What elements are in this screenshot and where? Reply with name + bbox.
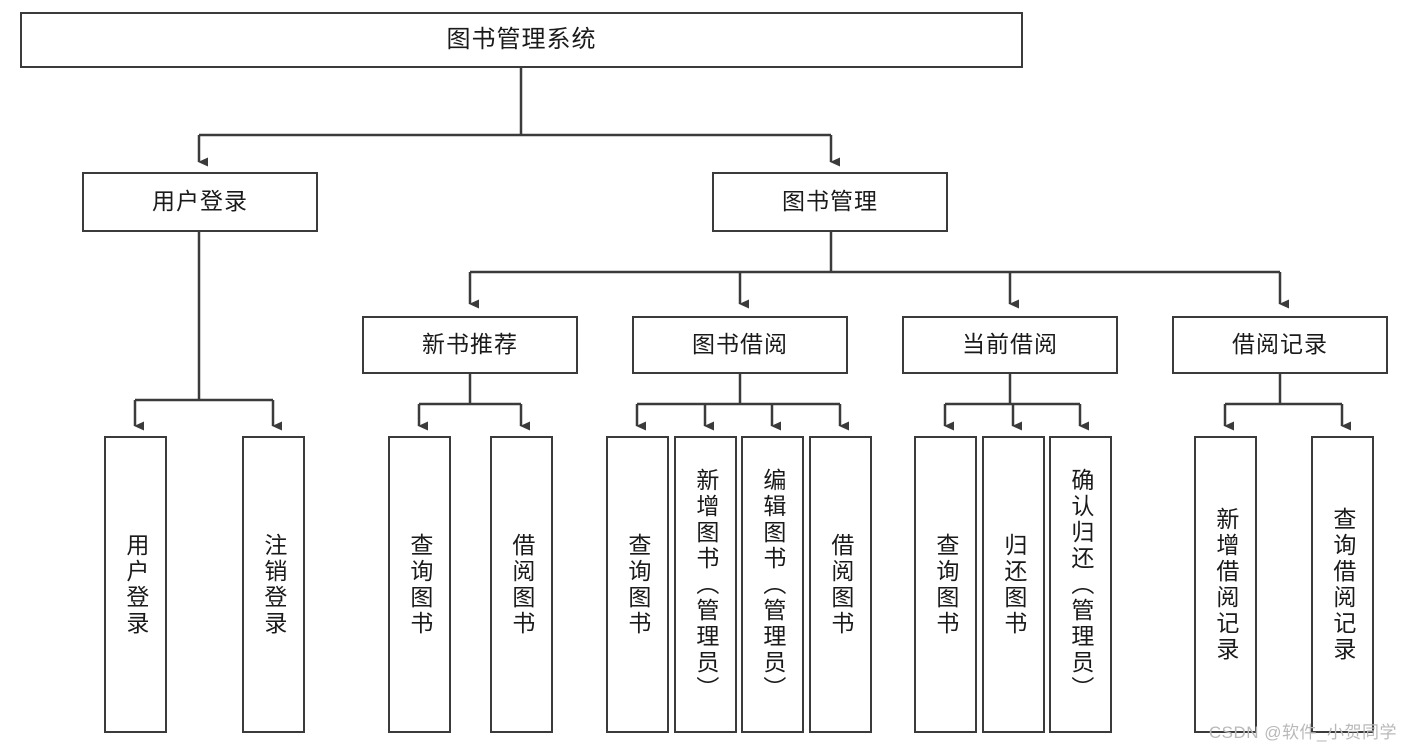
leaf-label: 注销登录 xyxy=(260,532,287,637)
leaf-label: 归还图书 xyxy=(1000,532,1027,637)
leaf-label: 借阅图书 xyxy=(827,532,854,637)
node-user-login[interactable]: 用户登录 xyxy=(82,172,318,232)
leaf-query-book-borrow[interactable]: 查询图书 xyxy=(606,436,669,733)
leaf-label: 查询借阅记录 xyxy=(1329,506,1356,663)
node-label: 图书管理系统 xyxy=(446,25,597,53)
leaf-borrow-book[interactable]: 借阅图书 xyxy=(809,436,872,733)
node-book-management[interactable]: 图书管理 xyxy=(712,172,948,232)
leaf-label: 新增借阅记录 xyxy=(1212,506,1239,663)
node-root-book-management-system[interactable]: 图书管理系统 xyxy=(20,12,1023,68)
leaf-confirm-return-admin[interactable]: 确认归还（管理员） xyxy=(1049,436,1112,733)
leaf-add-book-admin[interactable]: 新增图书（管理员） xyxy=(674,436,737,733)
leaf-label: 借阅图书 xyxy=(508,532,535,637)
watermark-text: CSDN @软件_小贺同学 xyxy=(1208,723,1397,742)
leaf-label: 查询图书 xyxy=(624,532,651,637)
node-label: 图书借阅 xyxy=(692,331,788,358)
leaf-query-borrow-record[interactable]: 查询借阅记录 xyxy=(1311,436,1374,733)
leaf-query-book-current[interactable]: 查询图书 xyxy=(914,436,977,733)
leaf-label: 查询图书 xyxy=(406,532,433,637)
leaf-borrow-book-recommend[interactable]: 借阅图书 xyxy=(490,436,553,733)
node-label: 当前借阅 xyxy=(962,331,1058,358)
leaf-edit-book-admin[interactable]: 编辑图书（管理员） xyxy=(741,436,804,733)
node-book-borrow[interactable]: 图书借阅 xyxy=(632,316,848,374)
leaf-label: 查询图书 xyxy=(932,532,959,637)
node-label: 用户登录 xyxy=(152,188,248,215)
leaf-return-book[interactable]: 归还图书 xyxy=(982,436,1045,733)
node-label: 借阅记录 xyxy=(1232,331,1328,358)
leaf-user-login[interactable]: 用户登录 xyxy=(104,436,167,733)
leaf-label: 新增图书（管理员） xyxy=(692,467,719,702)
leaf-logout[interactable]: 注销登录 xyxy=(242,436,305,733)
leaf-label: 用户登录 xyxy=(122,532,149,637)
node-label: 新书推荐 xyxy=(422,331,518,358)
node-label: 图书管理 xyxy=(782,188,878,215)
leaf-label: 编辑图书（管理员） xyxy=(759,467,786,702)
leaf-add-borrow-record[interactable]: 新增借阅记录 xyxy=(1194,436,1257,733)
node-current-borrow[interactable]: 当前借阅 xyxy=(902,316,1118,374)
leaf-label: 确认归还（管理员） xyxy=(1067,467,1094,702)
node-borrow-record[interactable]: 借阅记录 xyxy=(1172,316,1388,374)
node-new-book-recommend[interactable]: 新书推荐 xyxy=(362,316,578,374)
leaf-query-book-recommend[interactable]: 查询图书 xyxy=(388,436,451,733)
